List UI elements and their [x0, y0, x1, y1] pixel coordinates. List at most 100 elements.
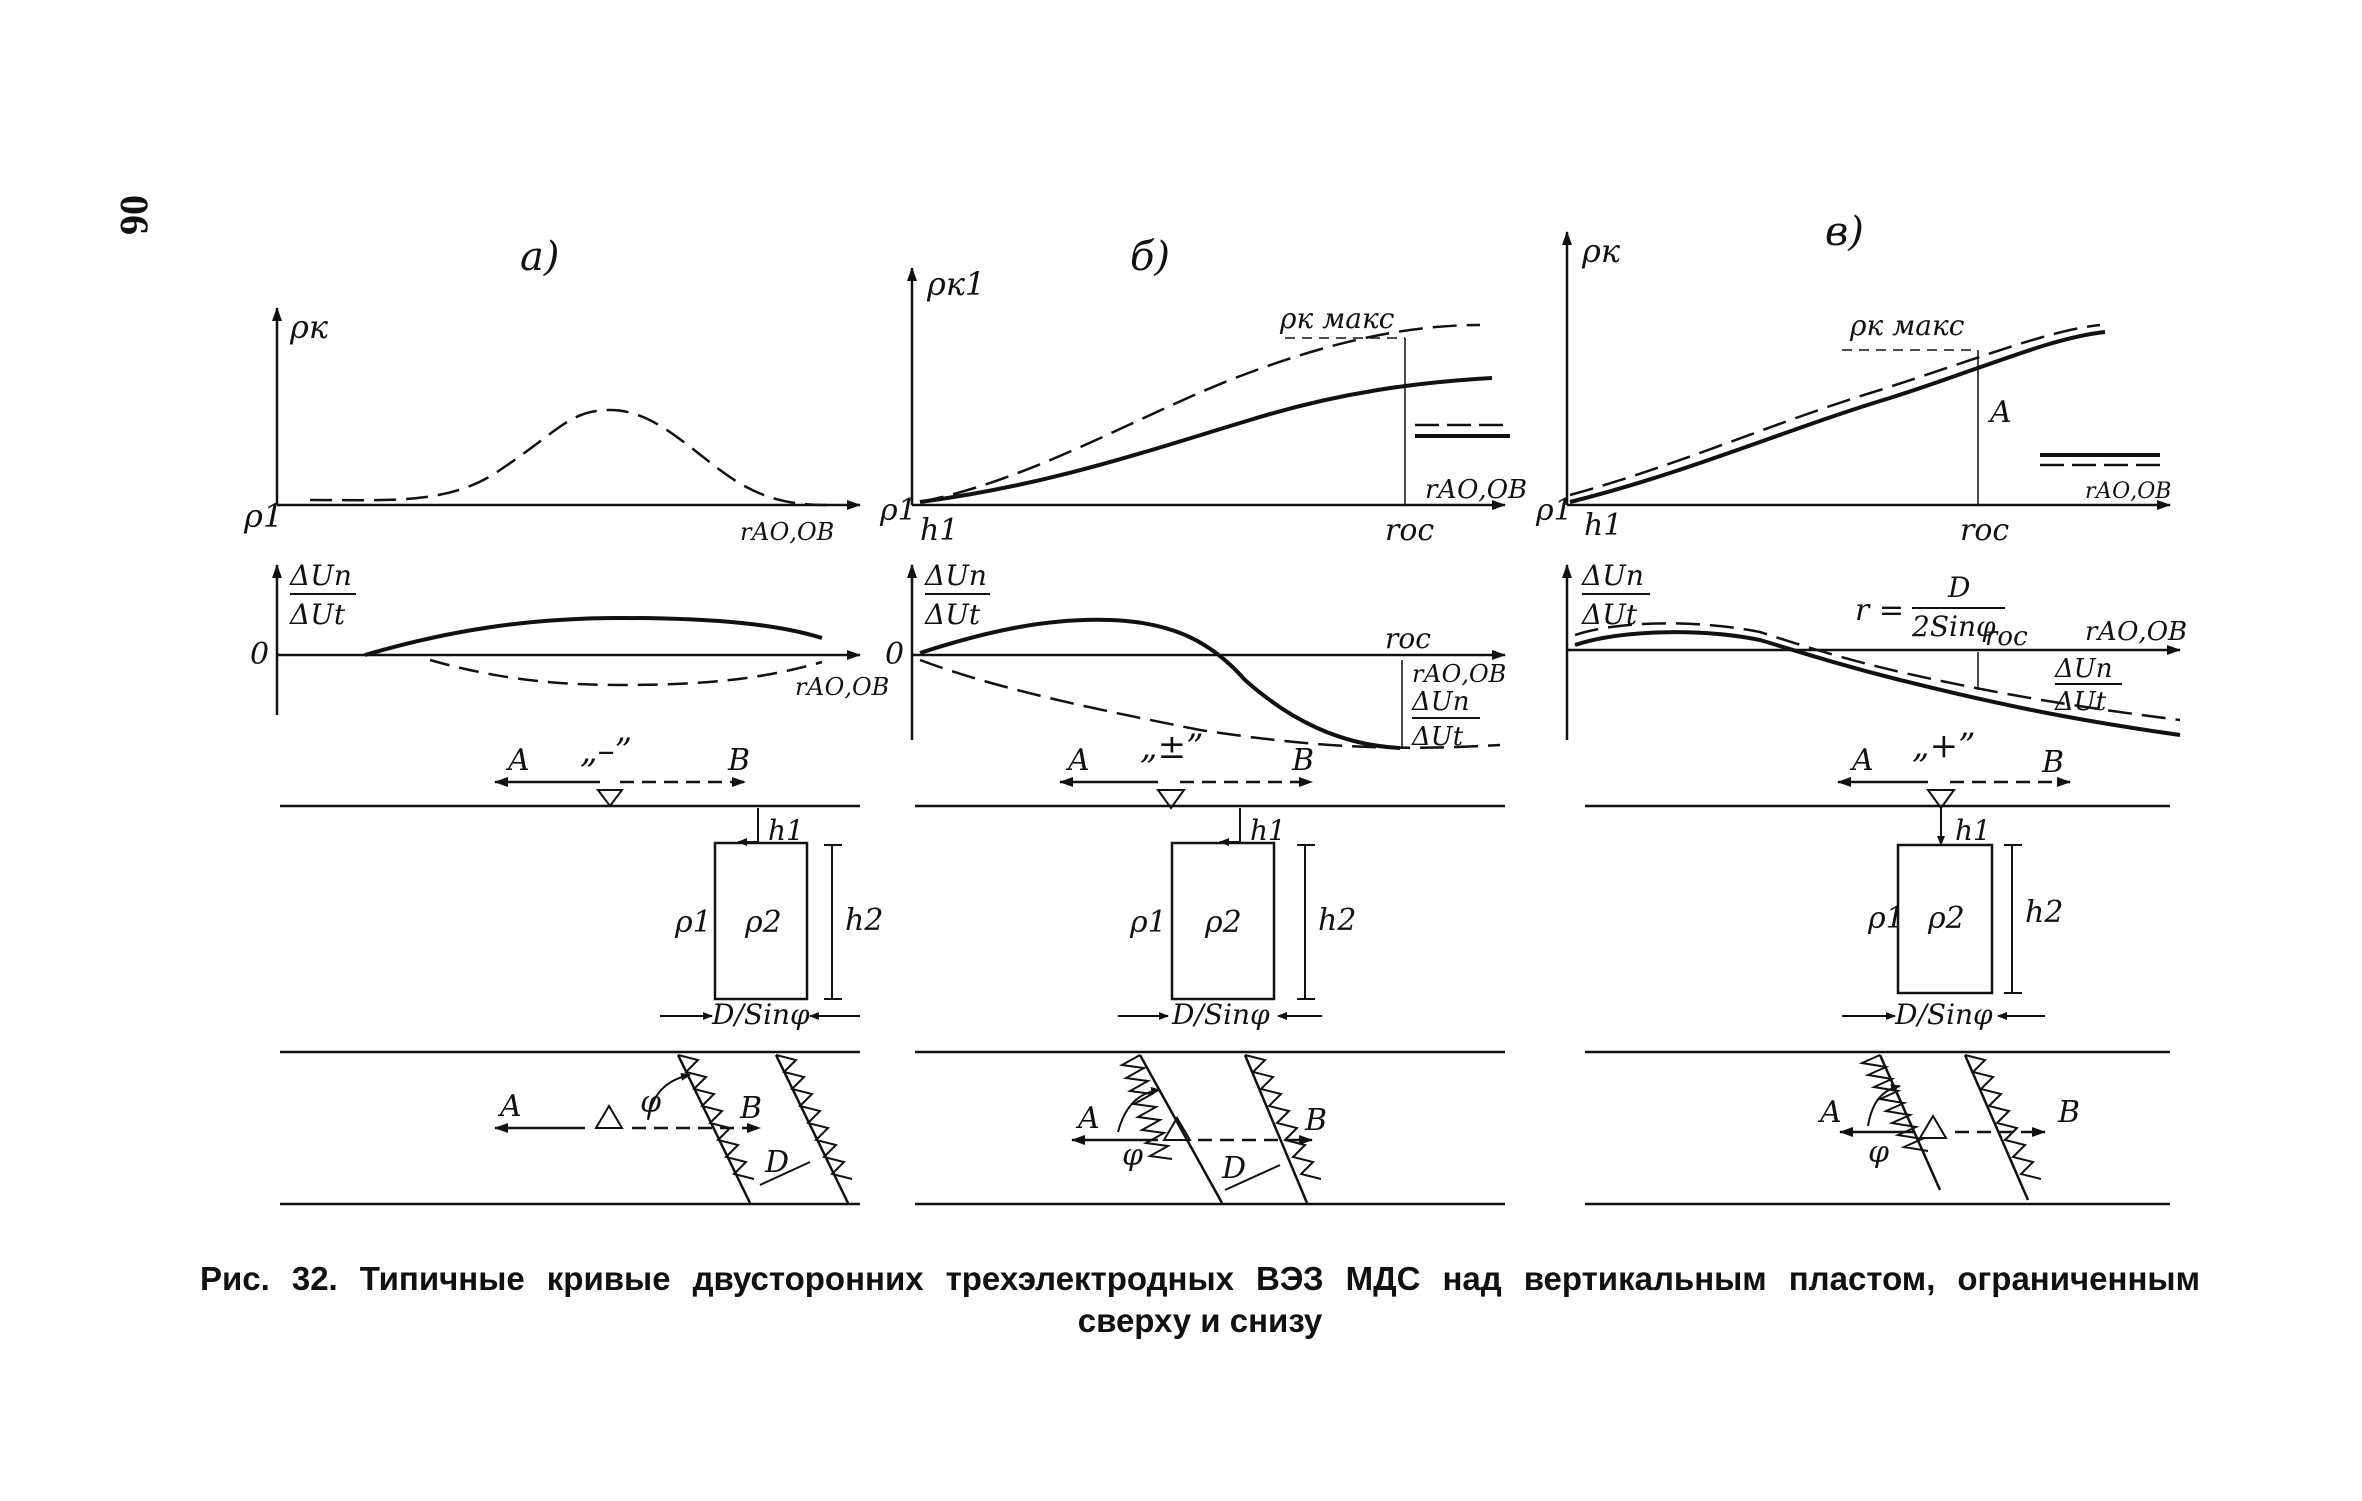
panel-c-du-num: ΔUn [1581, 559, 1644, 592]
panel-a-rho-origin: ρ1 [243, 497, 283, 535]
panel-a-rho-axis-label: ρк [289, 308, 329, 346]
panel-b: б) ρк1 ρк макс ρ1 h1 rос rАО,ОВ ΔUn Δ [879, 234, 1527, 1206]
panel-b-du-dashed-curve [919, 658, 1501, 749]
panel-c-du-solid-curve [1574, 630, 2181, 737]
panel-a-du-chart: ΔUn ΔUt 0 rАО,ОВ [250, 559, 889, 715]
panel-c-sign: „+” [1912, 726, 1975, 766]
panel-c-r-formula-left: r = [1855, 593, 1904, 628]
panel-b-d-dim [1224, 1164, 1281, 1191]
panel-b-rho-origin: ρ1 [879, 493, 917, 528]
panel-c-layer-edge-left [1878, 1054, 1942, 1191]
panel-c-du-den: ΔUt [1581, 598, 1638, 631]
panel-a: а) ρк ρ1 rАО,ОВ ΔUn ΔUt 0 rАО,ОВ [243, 234, 889, 1206]
panel-c-phi-arc [1867, 1084, 1901, 1127]
panel-b-block [1170, 841, 1276, 1001]
panel-a-arrow-b-label: B [727, 743, 750, 778]
panel-b-arrow-b-label: B [1291, 743, 1314, 778]
panel-a-width-label: D/Sinφ [711, 998, 810, 1031]
panel-b-du-r-oc-label: rос [1385, 622, 1431, 655]
panel-b-du-solid-curve [919, 617, 1401, 750]
panel-b-station-triangle [1156, 789, 1186, 810]
panel-c-h1-label: h1 [1955, 814, 1991, 847]
panel-a-sign: „–” [580, 731, 632, 771]
panel-c-r-axis-label: rАО,ОВ [2085, 479, 2171, 504]
panel-a-plan-station [594, 1104, 624, 1129]
panel-c-station-triangle [1926, 789, 1956, 810]
panel-a-station-triangle [596, 789, 624, 808]
panel-b-plan-a-label: A [1075, 1101, 1100, 1136]
panel-b-phi-arc [1117, 1086, 1161, 1133]
panel-c-rho1: ρ1 [1867, 901, 1905, 936]
panel-c-plan-b-label: B [2057, 1095, 2080, 1130]
panel-c-rho-origin: ρ1 [1535, 493, 1573, 528]
panel-c: в) ρк ρк макс A ρ1 h1 rос rАО,ОВ ΔUn [1535, 209, 2187, 1206]
panel-c-h1-axis-label: h1 [1584, 508, 1622, 543]
panel-c-plan-a-label: A [1817, 1095, 1842, 1130]
panel-b-rho-max-label: ρк макс [1279, 302, 1395, 335]
panel-b-hatch-left [1118, 1054, 1173, 1160]
panel-c-du-ratio-den: ΔUt [2054, 687, 2107, 717]
panel-c-r-formula-den: 2Sinφ [1911, 610, 1996, 643]
panel-a-block [713, 841, 809, 1001]
panel-b-du-ratio-num: ΔUn [1411, 687, 1469, 717]
panel-b-h1-axis-label: h1 [920, 513, 958, 548]
panel-a-arrow-a-label: A [505, 743, 530, 778]
panel-c-du-r-axis-label: rАО,ОВ [2085, 617, 2187, 647]
panel-c-section: A B „+” h1 ρ1 ρ2 h2 D/Sinφ [1585, 726, 2170, 1054]
panel-b-rho-axis-label: ρк1 [926, 265, 985, 303]
panel-b-hatch-right [1244, 1054, 1322, 1180]
panel-c-plan: A B φ [1585, 1054, 2170, 1206]
panel-c-hatch-right [1964, 1054, 2042, 1180]
panel-b-layer-edge-left [1138, 1054, 1224, 1204]
panel-a-d-label: D [764, 1145, 789, 1180]
panel-c-r-oc-label: rос [1960, 513, 2009, 548]
figure-32: а) ρк ρ1 rАО,ОВ ΔUn ΔUt 0 rАО,ОВ [243, 209, 2187, 1206]
panel-c-du-ratio-num: ΔUn [2054, 654, 2112, 684]
panel-b-layer-edge-right [1243, 1054, 1309, 1204]
panel-a-hatch-left [677, 1054, 755, 1180]
panel-b-du-chart: ΔUn ΔUt 0 rос rАО,ОВ ΔUn ΔUt [885, 559, 1506, 752]
panel-a-rho2: ρ2 [744, 905, 782, 940]
panel-b-h1-label: h1 [1250, 814, 1286, 847]
panel-c-du-chart: ΔUn ΔUt r = D 2Sinφ rос rАО,ОВ ΔUn ΔUt [1562, 559, 2187, 740]
panel-c-plan-station [1918, 1114, 1948, 1139]
panel-c-hatch-left [1858, 1054, 1929, 1152]
caption-line-1: Рис. 32. Типичные кривые двусторонних тр… [200, 1260, 2200, 1297]
panel-a-rho1: ρ1 [674, 905, 712, 940]
panel-b-plan-station [1162, 1116, 1192, 1141]
panel-c-rho2: ρ2 [1927, 901, 1965, 936]
panel-c-a-mark: A [1987, 395, 2012, 430]
panel-b-du-ratio-den: ΔUt [1411, 722, 1464, 752]
panel-c-phi-label: φ [1868, 1135, 1889, 1170]
panel-b-arrow-a-label: A [1065, 743, 1090, 778]
panel-b-r-oc-label: rос [1385, 513, 1434, 548]
panel-a-phi-label: φ [640, 1085, 661, 1120]
panel-a-label: а) [520, 234, 559, 280]
panel-c-width-label: D/Sinφ [1894, 998, 1993, 1031]
panel-b-du-den: ΔUt [924, 598, 981, 631]
panel-c-block [1896, 843, 1994, 995]
panel-a-du-num: ΔUn [289, 559, 352, 592]
panel-c-h2-label: h2 [2025, 895, 2063, 930]
panel-c-r-formula-num: D [1947, 571, 1970, 604]
panel-c-du-dashed-curve [1574, 622, 2181, 722]
panel-b-rho1: ρ1 [1129, 905, 1167, 940]
caption-line-2: сверху и снизу [1077, 1302, 1323, 1339]
panel-b-phi-label: φ [1122, 1138, 1143, 1173]
panel-b-plan: A B φ D [915, 1054, 1505, 1206]
panel-a-plan-b-label: B [739, 1091, 762, 1126]
panel-c-rho-axis-label: ρк [1581, 232, 1621, 270]
panel-c-rho-max-label: ρк макс [1849, 309, 1965, 342]
panel-a-du-r-label: rАО,ОВ [795, 673, 889, 701]
panel-c-arrow-b-label: B [2041, 745, 2064, 780]
panel-a-rho-curve [309, 408, 831, 507]
panel-a-d-dim [759, 1161, 811, 1186]
panel-a-layer-edge-right [774, 1054, 850, 1204]
panel-b-du-zero: 0 [885, 637, 904, 672]
panel-c-arrow-a-label: A [1849, 743, 1874, 778]
panel-b-rho-chart: ρк1 ρк макс ρ1 h1 rос rАО,ОВ [879, 265, 1527, 548]
panel-a-r-axis-label: rАО,ОВ [740, 518, 834, 546]
panel-c-rho-dashed-curve [1569, 323, 2101, 497]
panel-a-h2-label: h2 [845, 903, 883, 938]
panel-a-rho-chart: ρк ρ1 rАО,ОВ [243, 307, 861, 546]
